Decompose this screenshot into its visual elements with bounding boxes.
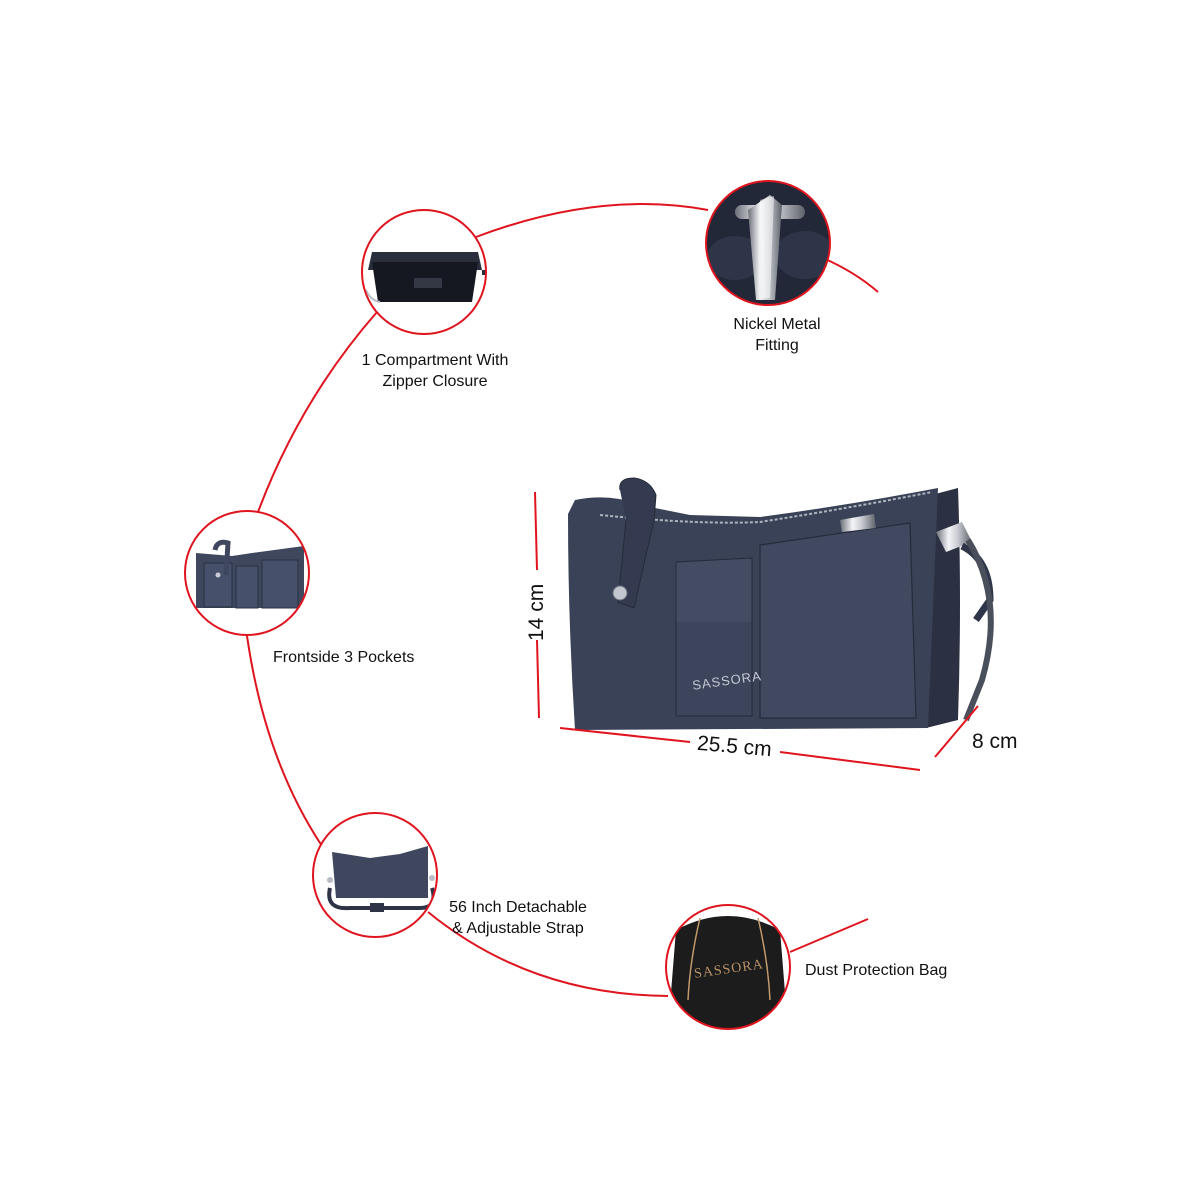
height-dimension-label: 14 cm — [525, 583, 548, 641]
strap-thumbnail — [312, 812, 438, 938]
fitting-label-line1: Nickel Metal — [733, 316, 821, 333]
pockets-label-line1: Frontside 3 Pockets — [273, 649, 415, 666]
strap-label-line1: 56 Inch Detachable — [449, 899, 587, 916]
compartment-label-line2: Zipper Closure — [382, 373, 488, 390]
connector-arc — [246, 203, 879, 997]
pockets-label: Frontside 3 Pockets — [273, 647, 414, 668]
compartment-label: 1 Compartment With Zipper Closure — [340, 350, 530, 392]
strap-label-line2: & Adjustable Strap — [452, 920, 584, 937]
strap-label: 56 Inch Detachable & Adjustable Strap — [438, 897, 598, 939]
compartment-label-line1: 1 Compartment With — [361, 352, 509, 369]
compartment-thumbnail — [361, 209, 487, 335]
fitting-label-line2: Fitting — [755, 337, 799, 354]
depth-dimension-label: 8 cm — [972, 730, 1018, 753]
dimension-lines — [534, 491, 979, 771]
dust-bag-label-line1: Dust Protection Bag — [805, 962, 948, 979]
dust-bag-thumbnail — [665, 904, 791, 1030]
handbag-main-image — [568, 477, 994, 730]
dust-bag-label: Dust Protection Bag — [805, 960, 947, 981]
fitting-label: Nickel Metal Fitting — [707, 314, 847, 356]
metal-fitting-thumbnail — [705, 180, 831, 306]
front-pockets-thumbnail — [184, 510, 310, 636]
